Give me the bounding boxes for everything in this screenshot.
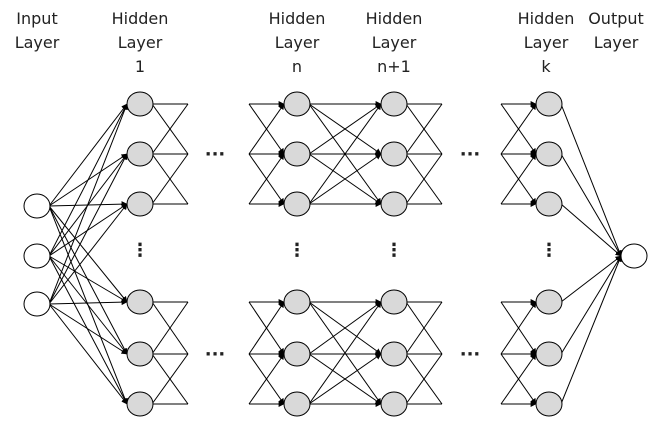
hidden-k-node-2 [535, 141, 563, 167]
edge-h1-top-out-cross-1-0 [151, 103, 189, 155]
hidden-n-node-5 [283, 341, 311, 367]
edge-h1-bot-out-cross-1-0 [151, 301, 189, 355]
edge-h1-top-out-cross-2-1 [151, 153, 189, 205]
edge-input-2-to-h1-0 [48, 103, 128, 305]
hidden-k-node-6 [535, 391, 563, 417]
edge-hk-2-to-output [560, 203, 622, 257]
hidden-k-node-3 [535, 191, 563, 217]
edge-hn-to-hn1-1-2-0 [308, 301, 382, 405]
output-layer-label-line1: Output [588, 9, 644, 28]
edge-hk-3-to-output [560, 255, 622, 303]
edge-input-1-to-h1-3 [48, 255, 128, 303]
hidden-layer-1-label-line3: 1 [135, 57, 145, 76]
hidden-layer-k-label-line1: Hidden [518, 9, 575, 28]
edge-hk-top-in-cross-0-1 [500, 103, 537, 155]
edge-hn-bot-in-cross-0-1 [248, 301, 285, 355]
edge-hk-5-to-output [560, 255, 622, 405]
hidden-n1-node-1 [380, 91, 408, 117]
edge-hn1-bot-out-cross-2-1 [405, 353, 443, 405]
edge-input-2-to-h1-1 [48, 153, 128, 305]
hidden-1-node-1 [126, 91, 154, 117]
hidden-n-node-3 [283, 191, 311, 217]
hidden-n-node-2 [283, 141, 311, 167]
hidden-layer-k-label-line2: Layer [524, 33, 569, 52]
output-node [620, 243, 648, 269]
edge-hk-4-to-output [560, 255, 622, 355]
input-node-2 [23, 243, 51, 269]
hidden-layer-n1-label-line2: Layer [372, 33, 417, 52]
edge-h1-bot-out-cross-2-1 [151, 353, 189, 405]
input-node-3 [23, 291, 51, 317]
hidden-layer-n-label-line1: Hidden [269, 9, 326, 28]
edge-input-2-to-h1-5 [48, 303, 128, 405]
hidden-layer-n1-label-line3: n+1 [377, 57, 411, 76]
ellipsis-vertical-hidden-k: ⋮ [540, 240, 558, 261]
edge-hk-bot-in-cross-0-1 [500, 301, 537, 355]
hidden-n-node-4 [283, 289, 311, 315]
ellipsis-vertical-hidden-n: ⋮ [288, 240, 306, 261]
hidden-layer-n1-label-line1: Hidden [366, 9, 423, 28]
hidden-k-node-1 [535, 91, 563, 117]
edge-hn1-top-out-cross-2-1 [405, 153, 443, 205]
output-layer-label-line2: Layer [594, 33, 639, 52]
edge-hk-bot-in-cross-1-2 [500, 353, 537, 405]
input-layer-label-line2: Layer [15, 33, 60, 52]
ellipsis-vertical-hidden-n1: ⋮ [385, 240, 403, 261]
edge-hn1-bot-out-cross-1-0 [405, 301, 443, 355]
hidden-1-node-6 [126, 391, 154, 417]
edge-hn-bot-in-cross-1-2 [248, 353, 285, 405]
edge-input-2-to-h1-3 [48, 299, 128, 306]
edge-input-0-to-h1-0 [48, 103, 128, 207]
hidden-layer-n-label-line3: n [292, 57, 302, 76]
edge-hn-to-hn1-0-2-0 [308, 103, 382, 205]
hidden-n1-node-3 [380, 191, 408, 217]
hidden-n-node-6 [283, 391, 311, 417]
hidden-k-node-5 [535, 341, 563, 367]
edge-hk-1-to-output [560, 153, 622, 257]
ellipsis-horizontal-top-2: ··· [460, 144, 481, 165]
edge-hn1-top-out-cross-1-0 [405, 103, 443, 155]
hidden-layer-1-label-line2: Layer [118, 33, 163, 52]
edge-hn-top-in-cross-0-1 [248, 103, 285, 155]
edge-hk-0-to-output [560, 103, 622, 257]
hidden-n1-node-4 [380, 289, 408, 315]
hidden-n1-node-6 [380, 391, 408, 417]
connections [48, 101, 622, 407]
input-node-1 [23, 193, 51, 219]
ellipsis-horizontal-bottom-2: ··· [460, 344, 481, 365]
hidden-n-node-1 [283, 91, 311, 117]
hidden-n1-node-5 [380, 341, 408, 367]
hidden-1-node-2 [126, 141, 154, 167]
edge-hn-to-hn1-0-1-0 [308, 103, 382, 155]
edge-hn-to-hn1-1-1-0 [308, 301, 382, 355]
hidden-layer-k-label-line3: k [541, 57, 551, 76]
edge-input-2-to-h1-2 [48, 203, 128, 305]
edge-input-1-to-h1-4 [48, 255, 128, 355]
edge-input-1-to-h1-0 [48, 103, 128, 257]
nodes [23, 91, 648, 417]
hidden-1-node-5 [126, 341, 154, 367]
edge-hn-to-hn1-0-2-1 [308, 153, 382, 205]
ellipsis-vertical-hidden-1: ⋮ [131, 240, 149, 261]
edge-input-1-to-h1-5 [48, 255, 128, 405]
input-layer-label-line1: Input [16, 9, 57, 28]
edge-hn-top-in-cross-1-2 [248, 153, 285, 205]
hidden-1-node-4 [126, 289, 154, 315]
hidden-n1-node-2 [380, 141, 408, 167]
hidden-k-node-4 [535, 289, 563, 315]
edge-hk-top-in-cross-1-2 [500, 153, 537, 205]
hidden-layer-1-label-line1: Hidden [112, 9, 169, 28]
hidden-1-node-3 [126, 191, 154, 217]
ellipsis-horizontal-top-1: ··· [205, 144, 226, 165]
edge-input-2-to-h1-4 [48, 303, 128, 355]
hidden-layer-n-label-line2: Layer [275, 33, 320, 52]
edge-hn-to-hn1-1-2-1 [308, 353, 382, 405]
ellipsis-horizontal-bottom-1: ··· [205, 344, 226, 365]
